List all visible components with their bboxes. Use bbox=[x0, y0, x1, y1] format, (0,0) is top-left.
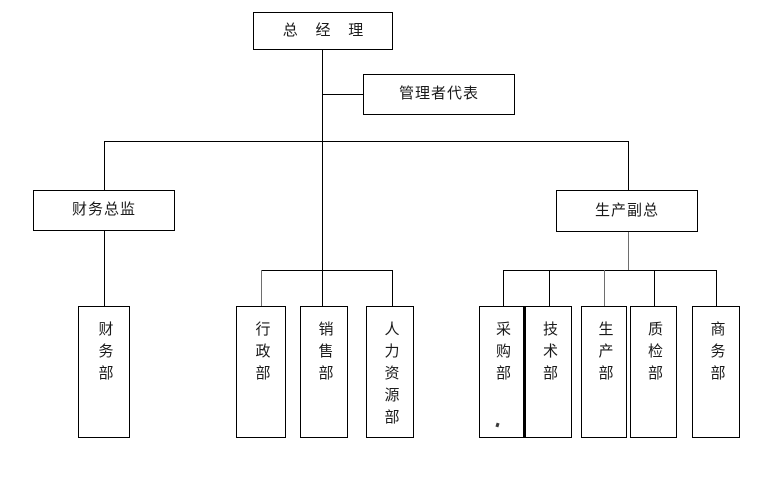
node-production-department-label: 生产部 bbox=[596, 321, 613, 387]
node-human-resources-department-label: 人力资源部 bbox=[382, 321, 399, 431]
node-administration-department[interactable]: 行政部 bbox=[236, 306, 286, 438]
node-general-manager-label: 总 经 理 bbox=[282, 22, 371, 39]
connector-management-rep bbox=[322, 94, 364, 95]
node-production-vice-president-label: 生产副总 bbox=[594, 202, 659, 219]
connector-finance-director-drop bbox=[104, 141, 105, 191]
connector-middle-bus bbox=[261, 270, 393, 271]
connector-hr-drop bbox=[392, 270, 393, 306]
node-quality-inspection-department[interactable]: 质检部 bbox=[630, 306, 677, 438]
node-purchasing-department[interactable]: 采购部 bbox=[479, 306, 525, 438]
connector-right-bus bbox=[503, 270, 717, 271]
connector-business-drop bbox=[716, 270, 717, 306]
node-technology-department-label: 技术部 bbox=[541, 321, 557, 387]
node-quality-inspection-department-label: 质检部 bbox=[646, 321, 662, 387]
node-production-vice-president[interactable]: 生产副总 bbox=[556, 190, 698, 232]
node-business-department[interactable]: 商务部 bbox=[692, 306, 740, 438]
node-human-resources-department[interactable]: 人力资源部 bbox=[366, 306, 414, 438]
node-purchasing-department-label: 采购部 bbox=[494, 321, 510, 387]
node-management-representative[interactable]: 管理者代表 bbox=[363, 74, 515, 115]
node-finance-director[interactable]: 财务总监 bbox=[33, 190, 175, 231]
connector-center-stem bbox=[322, 141, 323, 271]
node-finance-department-label: 财务部 bbox=[96, 321, 113, 387]
node-finance-director-label: 财务总监 bbox=[71, 202, 136, 219]
node-business-department-label: 商务部 bbox=[708, 321, 725, 387]
node-sales-department-label: 销售部 bbox=[316, 321, 333, 387]
node-general-manager[interactable]: 总 经 理 bbox=[253, 12, 393, 50]
connector-production-dept-drop bbox=[604, 270, 605, 306]
connector-production-vp-stem bbox=[628, 232, 629, 271]
connector-production-vp-drop bbox=[628, 141, 629, 191]
connector-sales-drop bbox=[322, 270, 323, 306]
node-production-department[interactable]: 生产部 bbox=[581, 306, 627, 438]
connector-finance-dept-drop bbox=[104, 231, 105, 306]
node-sales-department[interactable]: 销售部 bbox=[300, 306, 348, 438]
connector-technology-drop bbox=[549, 270, 550, 306]
connector-purchasing-drop bbox=[503, 270, 504, 306]
node-administration-department-label: 行政部 bbox=[253, 321, 270, 387]
connector-quality-drop bbox=[654, 270, 655, 306]
node-technology-department[interactable]: 技术部 bbox=[525, 306, 572, 438]
connector-admin-drop bbox=[261, 270, 262, 306]
connector-gm-stem bbox=[322, 50, 323, 142]
connector-main-bus bbox=[104, 141, 629, 142]
node-management-representative-label: 管理者代表 bbox=[398, 86, 479, 103]
node-finance-department[interactable]: 财务部 bbox=[78, 306, 130, 438]
